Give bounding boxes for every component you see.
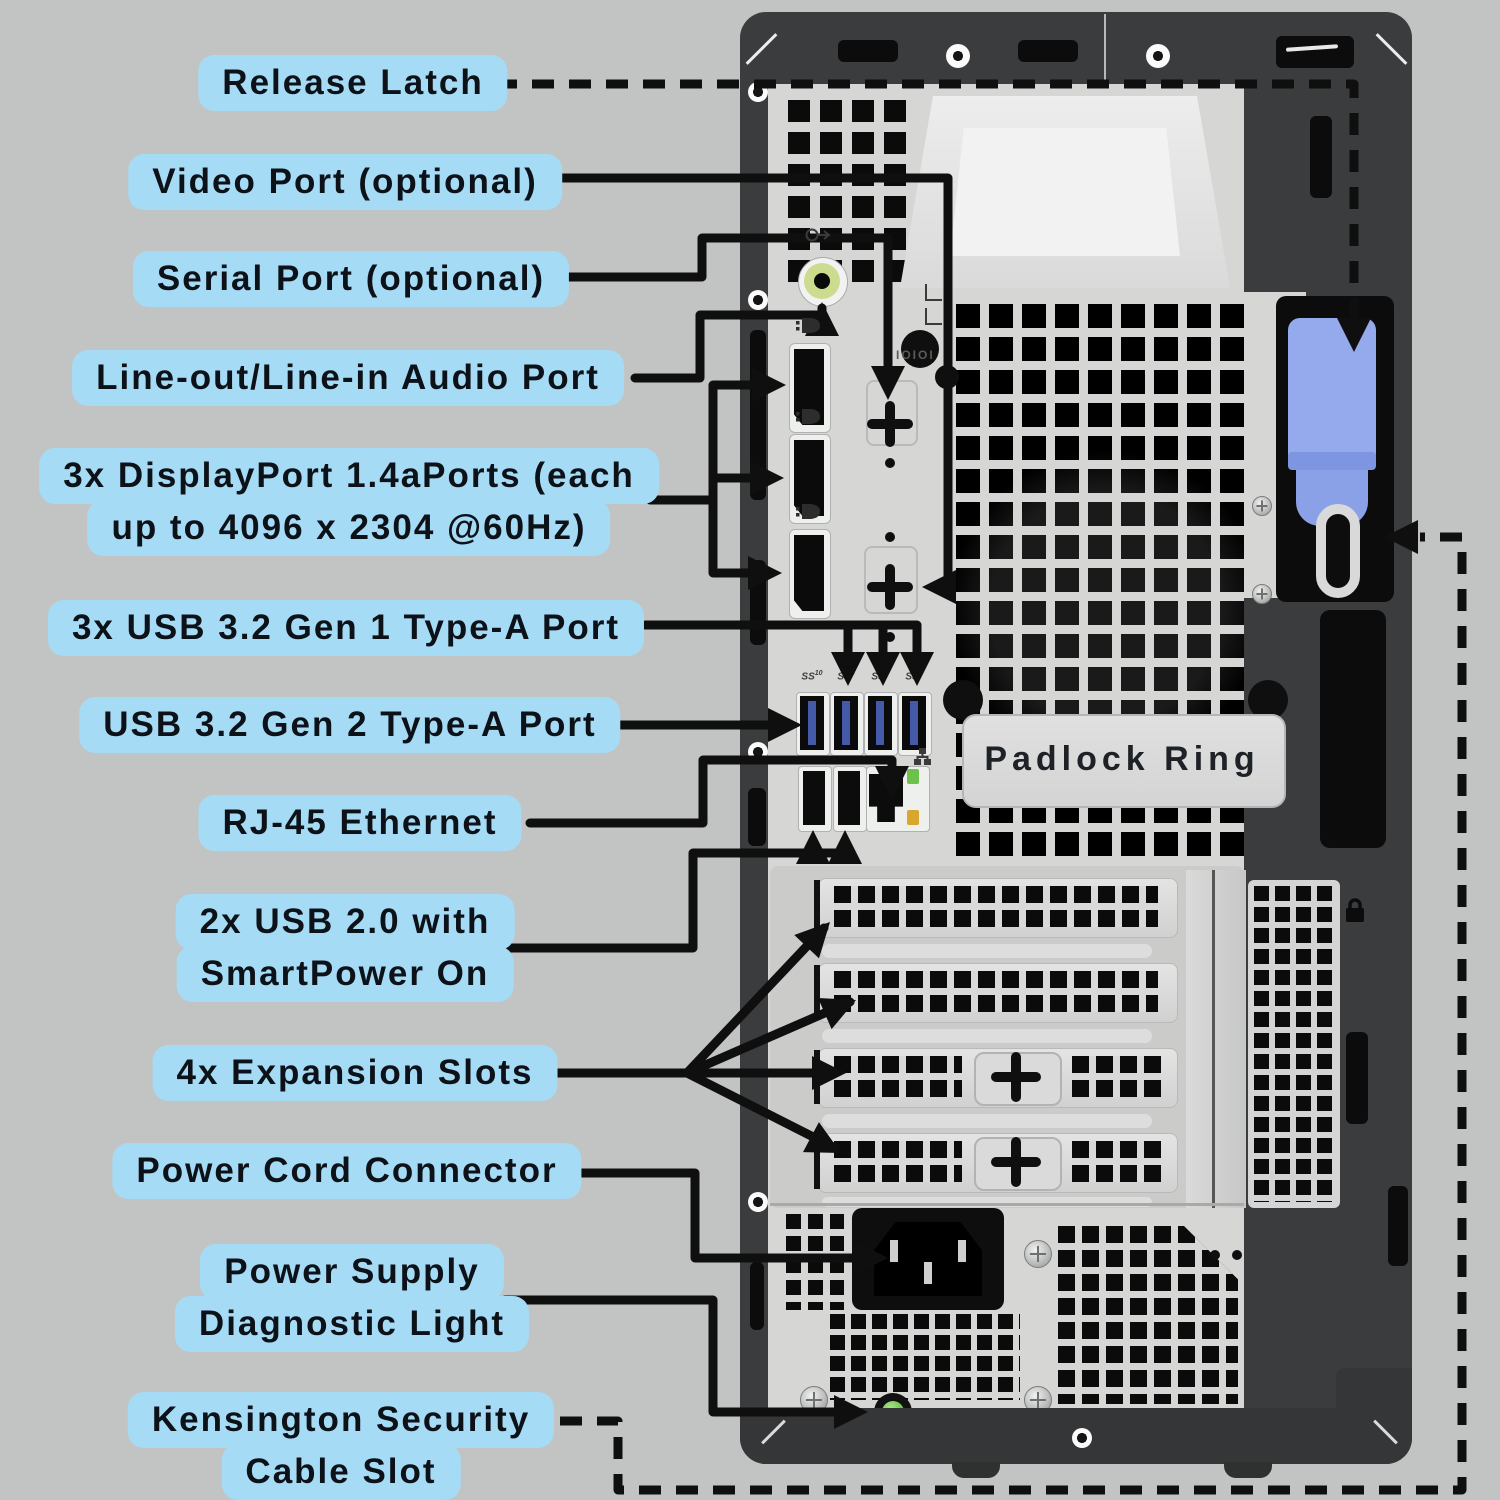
callout-usb32-gen2: USB 3.2 Gen 2 Type-A Port [79,697,621,753]
latch-opening [1276,36,1354,68]
callout-text: Serial Port (optional) [132,251,570,307]
callout-power-cord: Power Cord Connector [112,1143,582,1199]
latch-screw-1 [1252,496,1272,516]
callout-serial-port: Serial Port (optional) [132,251,570,307]
callout-text-line2: up to 4096 x 2304 @60Hz) [87,500,611,556]
callout-usb32-gen1: 3x USB 3.2 Gen 1 Type-A Port [47,600,645,656]
callout-kensington: Kensington Security Cable Slot [127,1392,555,1500]
callout-text: 4x Expansion Slots [152,1045,558,1101]
callout-text: Line-out/Line-in Audio Port [72,350,624,406]
callout-text: Power Cord Connector [112,1143,582,1199]
callout-text-line1: Kensington Security [127,1392,555,1448]
callout-usb20: 2x USB 2.0 with SmartPower On [175,894,515,1002]
top-screw-hole-right [1146,44,1170,68]
callout-text: RJ-45 Ethernet [198,795,522,851]
callout-text: 3x USB 3.2 Gen 1 Type-A Port [47,600,645,656]
callout-text-line1: Power Supply [200,1244,504,1300]
release-latch-lip [1288,452,1376,470]
callout-audio-port: Line-out/Line-in Audio Port [72,350,624,406]
top-slot-left [838,40,898,62]
callout-text: Video Port (optional) [128,154,562,210]
callout-text-line1: 2x USB 2.0 with [175,894,515,950]
bezel-seam [1104,14,1106,82]
callout-text-line1: 3x DisplayPort 1.4aPorts (each [39,448,659,504]
callout-text: Release Latch [198,55,508,111]
callout-video-port: Video Port (optional) [128,154,562,210]
callout-text-line2: Cable Slot [221,1444,461,1500]
top-slot-right [1018,40,1078,62]
callout-text-line2: SmartPower On [176,946,514,1002]
top-screw-hole-left [946,44,970,68]
callout-expansion: 4x Expansion Slots [152,1045,558,1101]
callout-psu-light: Power Supply Diagnostic Light [174,1244,530,1352]
callout-displayport: 3x DisplayPort 1.4aPorts (each up to 409… [39,448,659,556]
callout-text: USB 3.2 Gen 2 Type-A Port [79,697,621,753]
callout-release-latch: Release Latch [198,55,508,111]
callout-rj45: RJ-45 Ethernet [198,795,522,851]
callout-text-line2: Diagnostic Light [174,1296,530,1352]
